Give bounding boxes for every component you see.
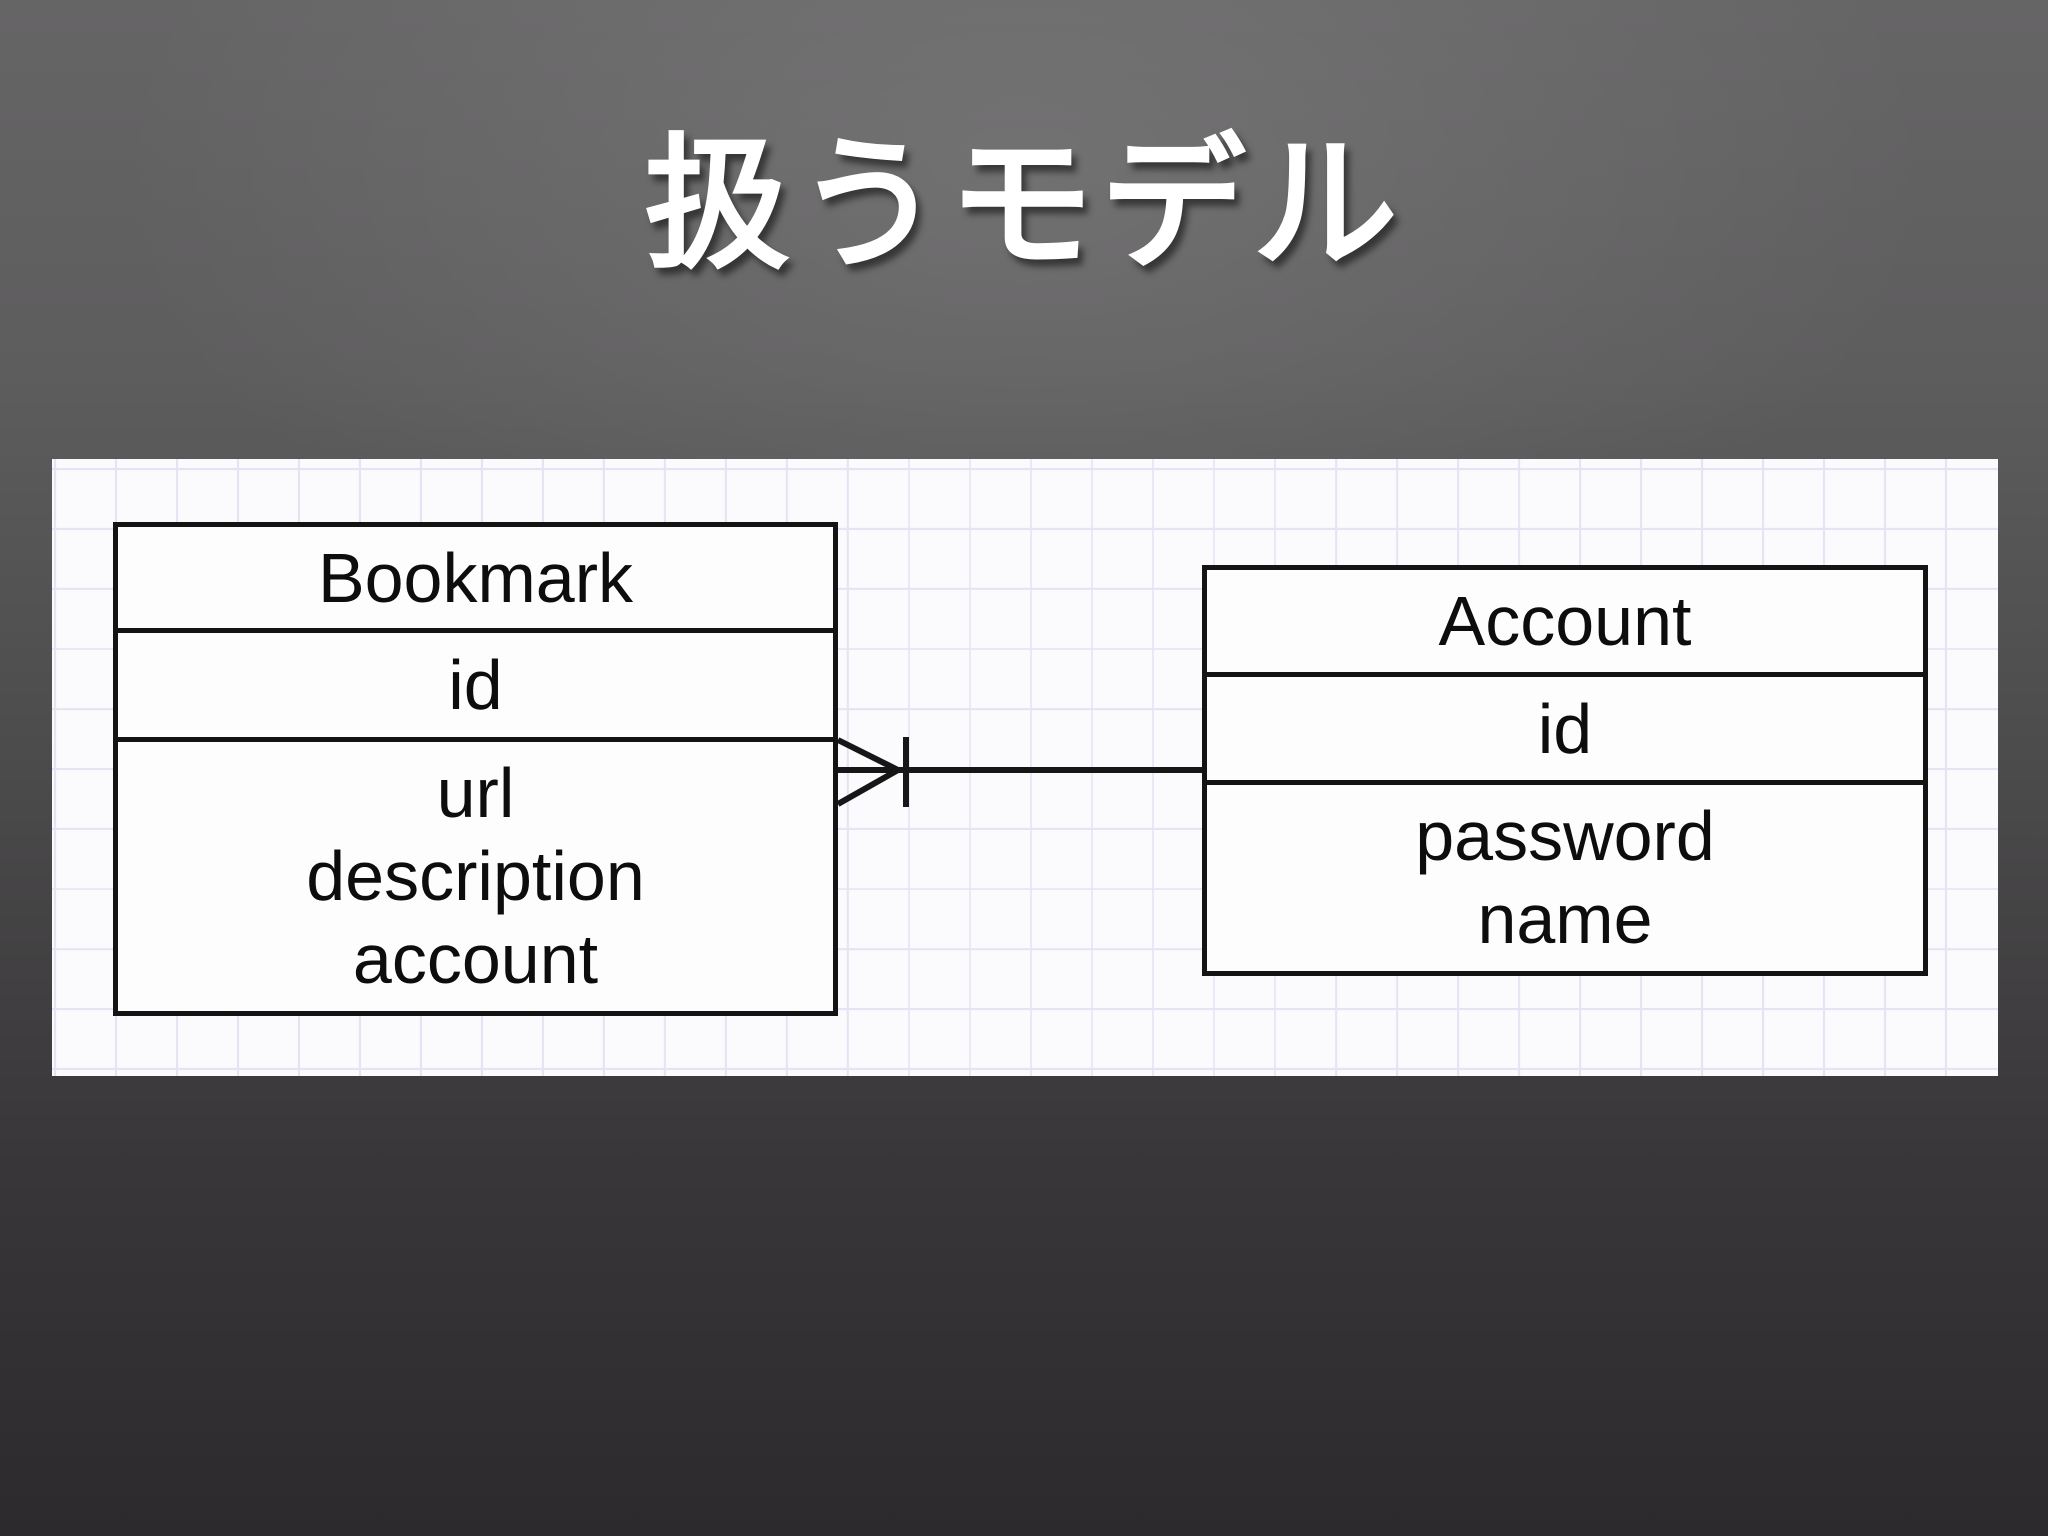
attribute-account: account <box>352 920 599 998</box>
entity-bookmark-attributes: url description account <box>118 737 833 1011</box>
entity-account: Account id password name <box>1202 565 1928 976</box>
entity-bookmark-primary-key: id <box>118 628 833 737</box>
entity-account-name: Account <box>1438 582 1692 660</box>
attribute-password: password <box>1415 797 1715 875</box>
slide-title: 扱うモデル <box>644 123 1404 286</box>
entity-bookmark: Bookmark id url description account <box>113 522 838 1016</box>
attribute-url: url <box>436 754 515 832</box>
attribute-name: name <box>1477 880 1653 958</box>
attribute-description: description <box>306 837 645 915</box>
entity-bookmark-name: Bookmark <box>317 538 634 617</box>
entity-account-primary-key: id <box>1207 672 1923 780</box>
entity-account-attributes: password name <box>1207 780 1923 971</box>
